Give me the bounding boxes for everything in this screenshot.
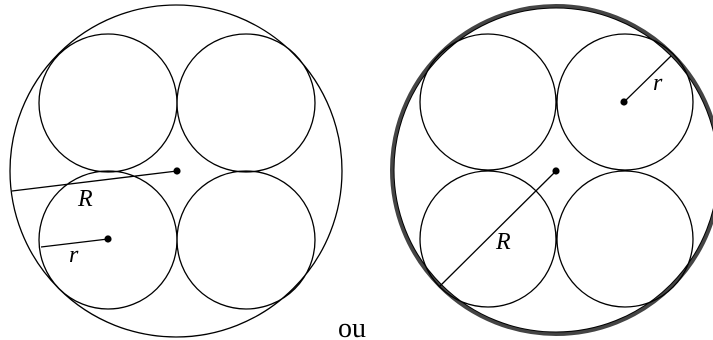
left-inner-circle-top-left (38, 33, 178, 173)
right-inner-circle-bottom-right (556, 170, 694, 308)
separator-word: ou (338, 313, 366, 340)
right-label-r: r (653, 70, 663, 96)
left-inner-circle-top-right (176, 33, 316, 173)
right-outer-ring (390, 4, 713, 336)
right-label-R: R (495, 229, 511, 255)
right-inner-circle-top-right (556, 33, 694, 171)
left-radius-R-line (11, 170, 178, 192)
right-radius-R-line (438, 170, 557, 288)
left-figure: R r (9, 4, 343, 338)
left-center-dot (173, 167, 181, 175)
left-outer-circle (9, 4, 343, 338)
right-figure: R r (390, 4, 713, 336)
right-inner-circle-top-left (419, 33, 557, 171)
left-inner-circle-bottom-right (176, 170, 316, 310)
right-radius-r-line (623, 55, 672, 103)
left-small-center-dot (104, 235, 112, 243)
right-outer-circle (393, 7, 713, 333)
left-label-R: R (77, 186, 93, 212)
right-small-center-dot (620, 98, 628, 106)
right-center-dot (552, 167, 560, 175)
left-label-r: r (69, 242, 79, 268)
right-inner-circle-bottom-left (419, 170, 557, 308)
left-radius-r-line (40, 238, 109, 248)
